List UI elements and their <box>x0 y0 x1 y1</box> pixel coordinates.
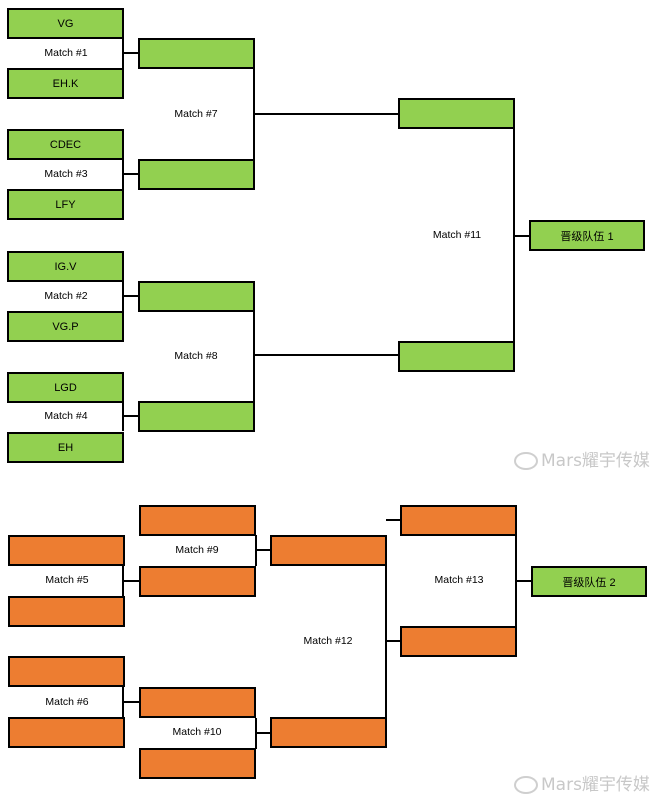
team-box-vgp: VG.P <box>7 311 124 342</box>
qualifier-2-label: 晋级队伍 2 <box>562 576 616 589</box>
watermark-text: Mars耀宇传媒 <box>541 775 650 795</box>
team-name: CDEC <box>49 138 82 151</box>
team-name: LGD <box>54 381 77 394</box>
team-name: VG.P <box>52 320 79 333</box>
match-11-label: Match #11 <box>432 229 482 241</box>
lower-slot-match9-b <box>139 566 256 597</box>
lower-slot-match6-b <box>8 717 125 748</box>
qualifier-1-box: 晋级队伍 1 <box>529 220 645 251</box>
watermark: Mars耀宇传媒 <box>514 446 650 471</box>
lower-slot-match5-a <box>8 535 125 566</box>
watermark: Mars耀宇传媒 <box>514 770 650 795</box>
lower-slot-match9-a <box>139 505 256 536</box>
slot-match11-a <box>398 98 515 129</box>
team-box-cdec: CDEC <box>7 129 124 160</box>
match-9-label: Match #9 <box>175 544 219 556</box>
team-box-ehk: EH.K <box>7 68 124 99</box>
lower-slot-match12-a <box>270 535 387 566</box>
match-7-label: Match #7 <box>174 108 218 120</box>
lower-slot-match6-a <box>8 656 125 687</box>
match-5-label: Match #5 <box>45 574 89 586</box>
slot-match8-b <box>138 401 255 432</box>
team-box-igv: IG.V <box>7 251 124 282</box>
team-box-eh: EH <box>7 432 124 463</box>
slot-match8-a <box>138 281 255 312</box>
team-name: LFY <box>55 198 76 211</box>
slot-match7-a <box>138 38 255 69</box>
lower-slot-match10-a <box>139 687 256 718</box>
team-name: VG <box>57 17 74 30</box>
slot-match7-b <box>138 159 255 190</box>
lower-slot-match13-b <box>400 626 517 657</box>
slot-match11-b <box>398 341 515 372</box>
team-name: EH <box>57 441 74 454</box>
team-name: EH.K <box>52 77 79 90</box>
match-6-label: Match #6 <box>45 696 89 708</box>
team-box-lfy: LFY <box>7 189 124 220</box>
team-box-lgd: LGD <box>7 372 124 403</box>
lower-slot-match5-b <box>8 596 125 627</box>
match-1-label: Match #1 <box>44 47 88 59</box>
match-2-label: Match #2 <box>44 290 88 302</box>
match-3-label: Match #3 <box>44 168 88 180</box>
weibo-logo-icon <box>514 452 538 470</box>
lower-slot-match10-b <box>139 748 256 779</box>
weibo-logo-icon <box>514 776 538 794</box>
match-13-label: Match #13 <box>434 574 484 586</box>
match-10-label: Match #10 <box>172 726 222 738</box>
lower-slot-match12-b <box>270 717 387 748</box>
team-name: IG.V <box>54 260 77 273</box>
qualifier-2-box: 晋级队伍 2 <box>531 566 647 597</box>
qualifier-1-label: 晋级队伍 1 <box>560 230 614 243</box>
match-4-label: Match #4 <box>44 410 88 422</box>
lower-slot-match13-a <box>400 505 517 536</box>
watermark-text: Mars耀宇传媒 <box>541 451 650 471</box>
team-box-vg: VG <box>7 8 124 39</box>
match-12-label: Match #12 <box>303 635 353 647</box>
match-8-label: Match #8 <box>174 350 218 362</box>
